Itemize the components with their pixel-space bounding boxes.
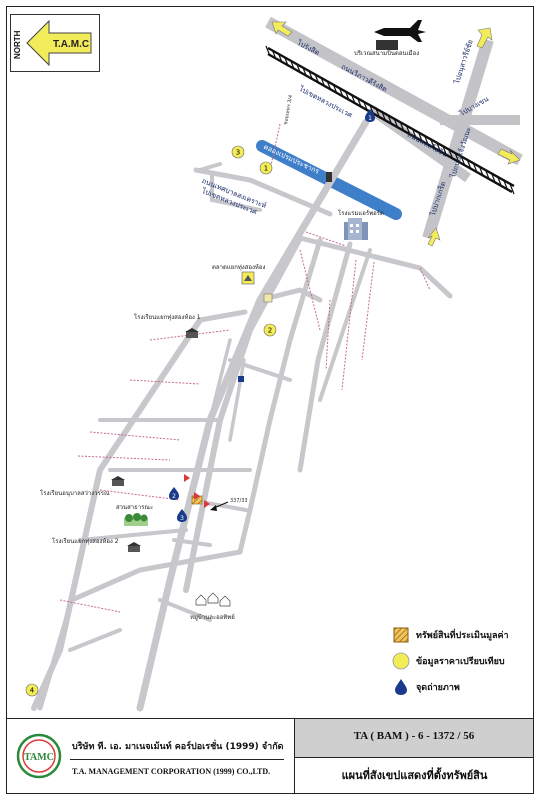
photo-point-2: 2 xyxy=(169,487,179,500)
photo-point-3: 3 xyxy=(177,509,187,522)
hatched-square-icon xyxy=(393,627,409,643)
photo-point-1: 1 xyxy=(365,109,375,122)
footer: TAMC บริษัท ที. เอ. มาเนจเม้นท์ คอร์ปอเร… xyxy=(6,718,534,794)
legend-text: จุดถ่ายภาพ xyxy=(416,683,460,693)
comparable-marker-2: 2 xyxy=(263,323,277,337)
direction-arrows xyxy=(271,21,521,247)
document-code-box: TA ( BAM ) - 6 - 1372 / 56 xyxy=(295,719,533,758)
comparable-marker-1: 1 xyxy=(259,161,273,175)
legend: ทรัพย์สินที่ประเมินมูลค่า ข้อมูลราคาเปรี… xyxy=(392,624,532,702)
legend-item-subject: ทรัพย์สินที่ประเมินมูลค่า xyxy=(392,624,532,646)
document-info: TA ( BAM ) - 6 - 1372 / 56 แผนที่สังเขปแ… xyxy=(294,719,534,793)
comparable-marker-label: 3 xyxy=(236,149,240,157)
comparable-marker-3: 3 xyxy=(231,145,245,159)
village-icon xyxy=(195,592,231,607)
school-icon xyxy=(185,328,199,338)
market-icon xyxy=(241,271,255,285)
legend-text: ข้อมูลราคาเปรียบเทียบ xyxy=(416,657,505,667)
legend-text: ทรัพย์สินที่ประเมินมูลค่า xyxy=(416,631,509,641)
school2-label: โรงเรียนอนุบาลสว่างวรรณ xyxy=(40,490,110,497)
photo-point-label: 2 xyxy=(172,493,176,500)
svg-text:TAMC: TAMC xyxy=(24,752,54,763)
comparable-marker-4: 4 xyxy=(25,683,39,697)
north-arrow-text: T.A.M.C xyxy=(53,39,89,50)
document-title: แผนที่สังเขปแสดงที่ตั้งทรัพย์สิน xyxy=(341,769,488,782)
map-frame xyxy=(6,6,534,794)
blue-drop-icon xyxy=(395,679,407,695)
north-label: NORTH xyxy=(13,30,22,59)
north-indicator: NORTH T.A.M.C xyxy=(10,14,100,72)
comparable-marker-label: 2 xyxy=(268,327,272,335)
yellow-circle-icon xyxy=(392,652,410,670)
hotel-label: โรงแรมแอร์พอร์ต xyxy=(338,210,384,217)
school-icon xyxy=(111,476,125,486)
school3-label: โรงเรียนแยกทุ่งสองห้อง 2 xyxy=(52,538,119,545)
building-icon xyxy=(238,172,332,382)
soi-lines xyxy=(59,123,431,613)
company-block: TAMC บริษัท ที. เอ. มาเนจเม้นท์ คอร์ปอเร… xyxy=(6,719,294,793)
legend-item-photo: จุดถ่ายภาพ xyxy=(392,676,532,698)
comparable-marker-label: 4 xyxy=(30,687,35,695)
north-arrow-icon: T.A.M.C xyxy=(26,19,92,67)
location-map: 1 2 3 4 1 2 3 xyxy=(25,16,523,712)
park-label: สวนสาธารณะ xyxy=(116,504,154,511)
park-icon xyxy=(124,513,148,526)
company-name-thai: บริษัท ที. เอ. มาเนจเม้นท์ คอร์ปอเรชั่น … xyxy=(72,742,284,752)
company-divider xyxy=(70,759,284,760)
school-icon xyxy=(127,542,141,552)
airplane-icon xyxy=(374,20,426,50)
village-label: หมู่บ้านละออทิพย์ xyxy=(190,614,235,621)
market-label: ตลาดแยกทุ่งสองห้อง xyxy=(212,264,266,271)
legend-item-comparable: ข้อมูลราคาเปรียบเทียบ xyxy=(392,650,532,672)
flag-markers xyxy=(184,474,210,508)
airport-label: บริเวณสนามบินดอนเมือง xyxy=(354,50,420,57)
document-code: TA ( BAM ) - 6 - 1372 / 56 xyxy=(353,730,475,742)
school1-label: โรงเรียนแยกทุ่งสองห้อง 1 xyxy=(134,314,201,321)
railway xyxy=(265,45,515,195)
subject-property-icon xyxy=(191,495,229,511)
company-logo: TAMC xyxy=(16,733,62,779)
hotel-icon xyxy=(344,218,368,240)
photo-point-label: 1 xyxy=(368,115,372,122)
company-name-english: T.A. MANAGEMENT CORPORATION (1999) CO.,L… xyxy=(72,767,271,776)
photo-point-label: 3 xyxy=(180,515,184,522)
site-number: 337/33 xyxy=(230,498,248,504)
comparable-marker-label: 1 xyxy=(264,165,268,173)
